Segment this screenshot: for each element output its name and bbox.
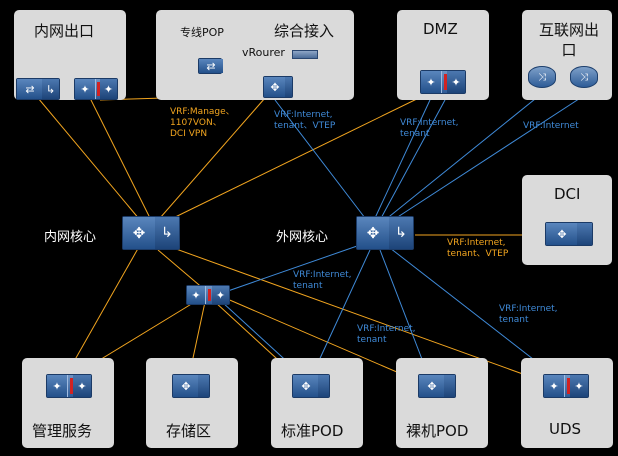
firewall-front-icon: ✦ — [544, 375, 565, 397]
bare-pod-switch-side-icon — [444, 375, 455, 397]
aggregation-firewall-icon: ✦ ✦ — [186, 285, 230, 305]
firewall-side-icon: ↳ — [42, 79, 59, 99]
storage-switch-front-icon: ✥ — [173, 375, 200, 397]
zone-dmz-title: DMZ — [423, 20, 458, 38]
zone-storage: 存储区 — [146, 358, 238, 448]
dci-switch-side-icon — [577, 223, 592, 245]
storage-switch-icon: ✥ — [172, 374, 210, 398]
zone-mgmt: 管理服务 — [22, 358, 114, 448]
firewall-side-icon: ✦ — [570, 375, 588, 397]
zone-std-pod-title: 标准POD — [281, 422, 344, 440]
firewall-front-icon: ✦ — [75, 79, 96, 99]
firewall-icon: ✦ ✦ — [543, 374, 589, 398]
switch-icon: ⇄ — [198, 58, 223, 74]
zone-storage-title: 存储区 — [166, 422, 212, 440]
firewall-icon: ⇄ ↳ — [16, 78, 60, 100]
annotation-vrf-internet-dci: VRF:Internet, tenant、VTEP — [447, 238, 509, 259]
zone-pop-title: 专线POP — [180, 26, 224, 39]
access-switch-side-icon — [285, 77, 292, 97]
firewall-side-icon: ✦ — [447, 71, 465, 93]
bare-pod-switch-icon: ✥ — [418, 374, 456, 398]
firewall-front-icon: ⇄ — [17, 79, 44, 99]
aggregation-front-icon: ✦ — [187, 286, 206, 304]
link-internet-exit2-to-extranet-core — [389, 94, 586, 223]
link-access-to-intranet-core — [159, 97, 266, 219]
pod-switch-side-icon — [318, 375, 329, 397]
link-intranet-exit-sw-to-core — [89, 97, 151, 219]
zone-uds: UDS — [521, 358, 613, 448]
annotation-vrf-internet-dmz: VRF:Internet, tenant — [400, 118, 459, 139]
dci-switch-front-icon: ✥ — [546, 223, 579, 245]
firewall-icon: ✦ ✦ — [46, 374, 92, 398]
zone-bare-pod: 裸机POD — [396, 358, 488, 448]
link-intranet-core-to-mgmt — [67, 244, 141, 373]
access-switch-icon: ✥ — [263, 76, 293, 98]
zone-integrated-access: 专线POP 综合接入 vRourer — [156, 10, 354, 100]
pod-switch-front-icon: ✥ — [293, 375, 320, 397]
zone-dci-title: DCI — [554, 185, 581, 203]
pod-switch-icon: ✥ — [292, 374, 330, 398]
firewall-side-icon: ✦ — [73, 375, 91, 397]
link-intranet-core-to-mid-switch — [157, 249, 206, 291]
link-access-to-extranet-core — [274, 99, 366, 219]
vrourer-icon — [292, 50, 318, 59]
router-icon: ⤨ — [528, 66, 556, 88]
link-internet-exit-to-extranet-core — [384, 94, 541, 221]
link-mid-switch-to-bare-pod — [224, 297, 421, 383]
dci-switch-icon: ✥ — [545, 222, 593, 246]
zone-std-pod: 标准POD — [271, 358, 363, 448]
annotation-vrf-internet-vtep-top: VRF:Internet, tenant、VTEP — [274, 110, 336, 131]
zone-integrated-access-title: 综合接入 — [274, 22, 335, 40]
link-intranet-exit-fw-to-core — [37, 97, 141, 221]
vrourer-label: vRourer — [242, 46, 285, 59]
link-dmz-to-extranet-core — [374, 99, 431, 219]
router-icon: ⤨ — [570, 66, 598, 88]
link-dmz2-to-extranet-core — [379, 99, 446, 221]
intranet-core-front-icon: ✥ — [123, 217, 156, 249]
zone-intranet-exit-title: 内网出口 — [34, 22, 95, 40]
intranet-core-side-icon: ↳ — [155, 217, 179, 249]
zone-bare-pod-title: 裸机POD — [406, 422, 469, 440]
zone-dci: DCI — [522, 175, 612, 265]
firewall-front-icon: ✦ — [47, 375, 68, 397]
zone-internet-exit-title: 互联网出口 — [538, 21, 599, 59]
extranet-core-front-icon: ✥ — [357, 217, 390, 249]
intranet-core-switch-icon: ✥ ↳ — [122, 216, 180, 250]
bare-pod-switch-front-icon: ✥ — [419, 375, 446, 397]
firewall-icon: ✦ ✦ — [420, 70, 466, 94]
firewall-side-icon: ✦ — [100, 79, 117, 99]
annotation-vrf-internet-right: VRF:Internet, tenant — [499, 304, 558, 325]
switch-front-icon: ⇄ — [199, 59, 223, 73]
annotation-vrf-internet-exit: VRF:Internet — [523, 121, 579, 131]
aggregation-side-icon: ✦ — [212, 286, 229, 304]
extranet-core-switch-icon: ✥ ↳ — [356, 216, 414, 250]
link-dmz-to-intranet-core — [164, 94, 426, 223]
extranet-core-label: 外网核心 — [276, 230, 329, 245]
annotation-vrf-internet-mid-left: VRF:Internet, tenant — [293, 270, 352, 291]
firewall-icon: ✦ ✦ — [74, 78, 118, 100]
annotation-vrf-manage: VRF:Manage、 1107VON、 DCI VPN — [170, 107, 235, 139]
annotation-vrf-internet-mid: VRF:Internet, tenant — [357, 324, 416, 345]
access-switch-front-icon: ✥ — [264, 77, 287, 97]
link-extranet-core-to-mid-switch — [224, 244, 361, 293]
firewall-front-icon: ✦ — [421, 71, 442, 93]
zone-uds-title: UDS — [549, 420, 582, 438]
storage-switch-side-icon — [198, 375, 209, 397]
zone-mgmt-title: 管理服务 — [32, 422, 93, 440]
intranet-core-label: 内网核心 — [44, 230, 97, 245]
extranet-core-side-icon: ↳ — [389, 217, 413, 249]
